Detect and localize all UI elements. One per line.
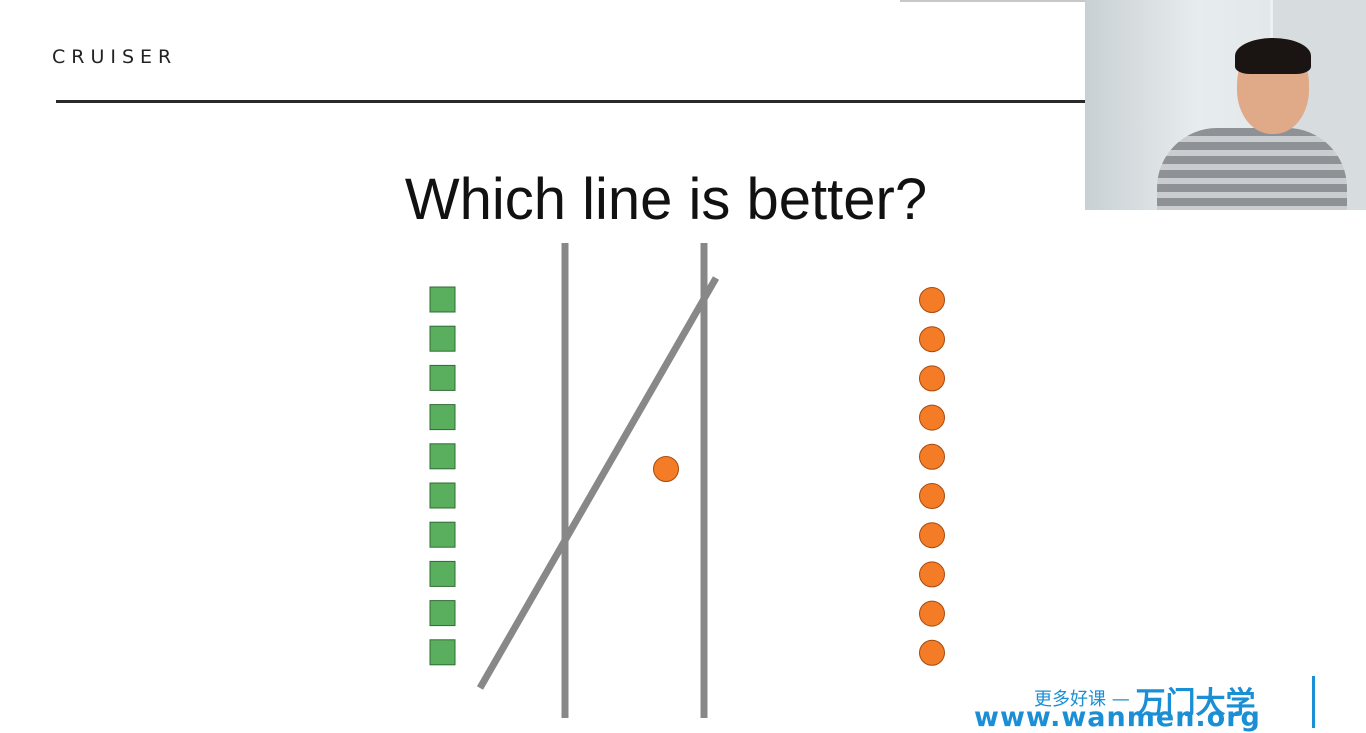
green-square (429, 560, 456, 587)
green-square (429, 443, 456, 470)
overlay-edge (900, 0, 1190, 2)
header-divider (56, 100, 1088, 103)
orange-circle (919, 522, 945, 549)
orange-circle-outlier (653, 456, 679, 482)
green-square (429, 404, 456, 431)
presenter-hair (1235, 38, 1311, 74)
watermark-brand: 万门大学 (1135, 686, 1256, 721)
webcam-feed (1085, 0, 1366, 210)
orange-circle (919, 483, 945, 509)
orange-circle (919, 404, 945, 431)
green-square (429, 286, 456, 313)
slide-title: Which line is better? (404, 167, 928, 232)
green-square (429, 521, 456, 548)
watermark-url: www.wanmen.org (974, 702, 1261, 733)
watermark-tagline: 更多好课 — 万门大学 (1034, 678, 1255, 722)
orange-circle (919, 287, 945, 313)
orange-circle (919, 561, 945, 588)
green-square (429, 639, 456, 666)
diagonal-line (476, 276, 720, 690)
watermark-divider (1312, 676, 1315, 728)
green-square (429, 600, 456, 627)
orange-circle (919, 326, 945, 353)
watermark-tagline-text: 更多好课 — (1034, 689, 1130, 710)
orange-circle (919, 443, 945, 470)
orange-circle (919, 600, 945, 627)
green-square (429, 482, 456, 509)
brand-logo: CRUISER (52, 46, 178, 68)
green-square (429, 325, 456, 352)
green-square (429, 364, 456, 391)
orange-circle (919, 365, 945, 392)
presenter-shirt (1157, 128, 1347, 210)
orange-circle (919, 639, 945, 666)
